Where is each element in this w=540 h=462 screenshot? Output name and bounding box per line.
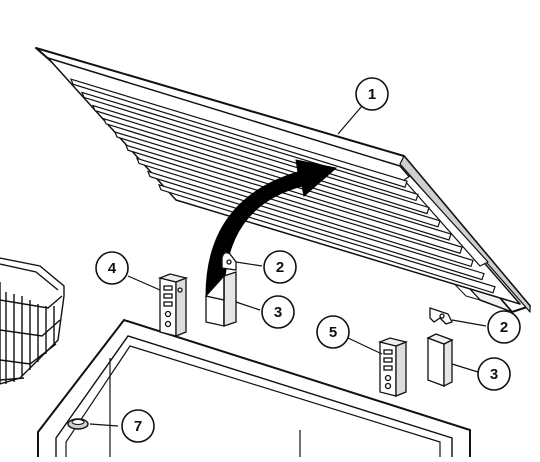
hinge-cover-left bbox=[204, 271, 237, 327]
lid-rib bbox=[146, 170, 485, 281]
callout-1-label: 1 bbox=[368, 86, 376, 103]
callout-3-right-label: 3 bbox=[490, 366, 498, 383]
hinge-top-left bbox=[221, 252, 237, 271]
callout-2-right-label: 2 bbox=[500, 319, 508, 336]
callout-4-label: 4 bbox=[108, 260, 117, 277]
callout-3-left-label: 3 bbox=[274, 304, 282, 321]
hinge-bracket-left bbox=[157, 273, 189, 337]
callout-3-left: 3 bbox=[261, 295, 295, 329]
callout-7-label: 7 bbox=[134, 418, 142, 435]
lid-rib bbox=[135, 157, 474, 268]
hinge-bracket-right bbox=[377, 337, 409, 397]
hinge-cover-right bbox=[426, 333, 454, 388]
callout-1: 1 bbox=[355, 77, 389, 111]
lid-rib bbox=[80, 91, 419, 202]
lid-rib bbox=[124, 144, 463, 254]
hinge-top-right bbox=[429, 307, 453, 325]
callout-5-label: 5 bbox=[329, 324, 337, 341]
callout-2-right: 2 bbox=[487, 310, 521, 344]
callout-2-left: 2 bbox=[263, 250, 297, 284]
lid-rib bbox=[69, 78, 408, 188]
callout-4: 4 bbox=[95, 251, 129, 285]
drain-plug bbox=[67, 418, 89, 430]
callout-5: 5 bbox=[316, 315, 350, 349]
freezer-body bbox=[37, 318, 471, 457]
callout-3-right: 3 bbox=[477, 357, 511, 391]
callout-7: 7 bbox=[121, 409, 155, 443]
leader-lines bbox=[89, 105, 487, 427]
wire-basket bbox=[0, 257, 65, 385]
callout-2-left-label: 2 bbox=[276, 259, 284, 276]
lid-ribs bbox=[69, 78, 496, 294]
lid-rib bbox=[102, 117, 441, 228]
